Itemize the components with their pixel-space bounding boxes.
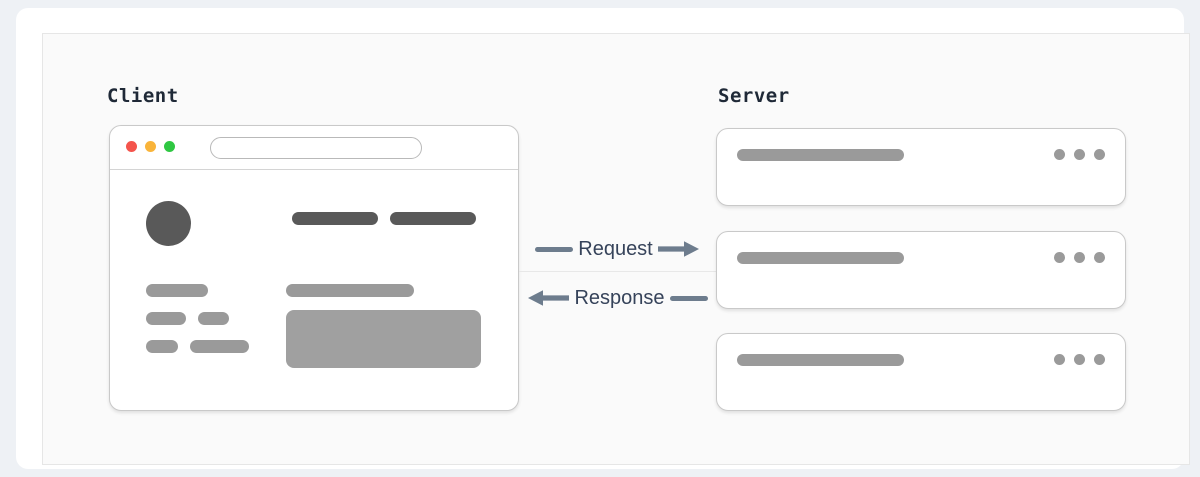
server-section-label: Server [718, 85, 790, 107]
skeleton-text-bar-2 [146, 312, 186, 325]
skeleton-heading-bar-2 [390, 212, 476, 225]
status-dot-icon [1054, 149, 1065, 160]
server-unit[interactable] [716, 333, 1126, 411]
server-unit[interactable] [716, 128, 1126, 206]
request-flow-row: Request [519, 234, 716, 264]
skeleton-text-bar-4 [146, 340, 178, 353]
client-browser-window[interactable] [109, 125, 519, 411]
server-unit-bar [737, 354, 904, 366]
server-unit-indicators [1054, 149, 1105, 160]
client-section-label: Client [107, 85, 179, 107]
server-unit-bar [737, 252, 904, 264]
close-window-icon[interactable] [126, 141, 137, 152]
response-label: Response [574, 287, 665, 309]
avatar [146, 201, 191, 246]
browser-content-area [110, 170, 518, 410]
request-label: Request [578, 238, 653, 260]
skeleton-text-bar-5 [190, 340, 249, 353]
flow-divider [519, 271, 716, 272]
page-card: Client Request [16, 8, 1190, 469]
request-response-flow: Request Response [519, 213, 716, 323]
minimize-window-icon[interactable] [145, 141, 156, 152]
maximize-window-icon[interactable] [164, 141, 175, 152]
traffic-lights [126, 141, 175, 152]
status-dot-icon [1094, 354, 1105, 365]
skeleton-heading-bar-1 [292, 212, 378, 225]
server-unit-bar [737, 149, 904, 161]
request-line-segment-icon [535, 246, 574, 252]
skeleton-media-block [286, 310, 481, 368]
server-unit-indicators [1054, 354, 1105, 365]
status-dot-icon [1054, 252, 1065, 263]
status-dot-icon [1094, 149, 1105, 160]
status-dot-icon [1074, 252, 1085, 263]
browser-titlebar [110, 126, 518, 170]
arrow-right-icon [657, 241, 699, 257]
skeleton-subheading-bar [286, 284, 414, 297]
status-dot-icon [1074, 354, 1085, 365]
status-dot-icon [1054, 354, 1065, 365]
server-unit-indicators [1054, 252, 1105, 263]
arrow-left-icon [528, 290, 570, 306]
response-line-segment-icon [669, 295, 708, 301]
skeleton-text-bar-1 [146, 284, 208, 297]
status-dot-icon [1094, 252, 1105, 263]
skeleton-text-bar-3 [198, 312, 229, 325]
browser-url-input[interactable] [210, 137, 422, 159]
server-unit[interactable] [716, 231, 1126, 309]
response-flow-row: Response [519, 283, 716, 313]
status-dot-icon [1074, 149, 1085, 160]
